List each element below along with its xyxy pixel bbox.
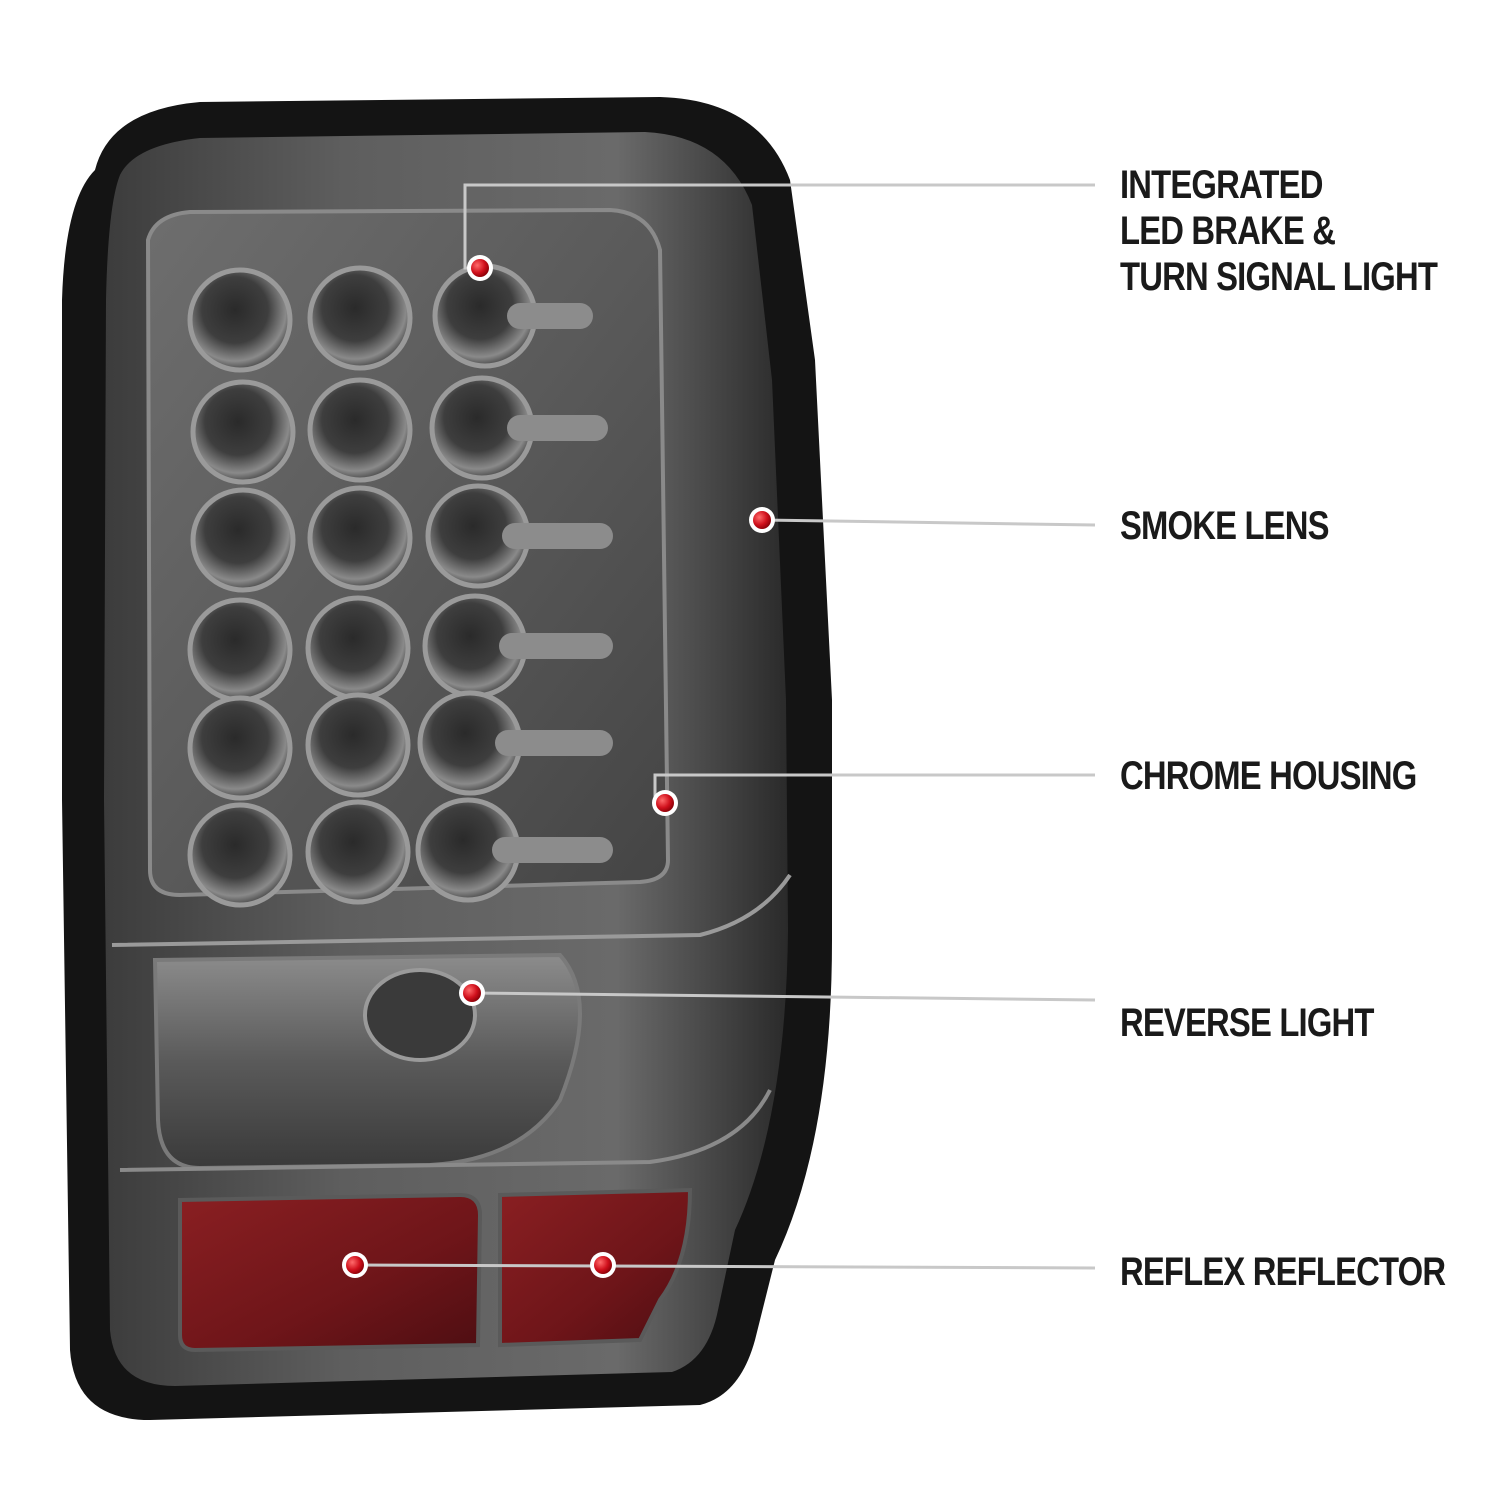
leader-line-smoke-lens (761, 518, 1096, 527)
reverse-bulb (363, 968, 477, 1062)
leader-line-reflex-reflector (354, 1263, 1096, 1270)
marker-dots (342, 255, 775, 1278)
marker-dot-reflex-reflector-left (346, 1256, 364, 1274)
callout-line: LED BRAKE & (1120, 209, 1336, 253)
lens-divider (111, 873, 792, 947)
reflector-left (178, 1192, 483, 1353)
callout-line: REVERSE LIGHT (1120, 1001, 1374, 1045)
marker-dot-smoke-lens (753, 511, 771, 529)
marker-dot-reverse-light (463, 984, 481, 1002)
callout-smoke-lens: SMOKE LENS (1120, 503, 1329, 549)
leader-line-reverse-light (471, 991, 1096, 1002)
marker-dot-reflex-reflector-right (594, 1256, 612, 1274)
callout-line: TURN SIGNAL LIGHT (1120, 255, 1438, 299)
marker-dot-integrated-led (471, 259, 489, 277)
callout-line: INTEGRATED (1120, 163, 1323, 207)
callout-line: CHROME HOUSING (1120, 754, 1417, 798)
callout-reflex-reflector: REFLEX REFLECTOR (1120, 1249, 1446, 1295)
led-array (187, 263, 613, 908)
callout-chrome-housing: CHROME HOUSING (1120, 753, 1417, 799)
marker-dot-chrome-housing (656, 794, 674, 812)
callout-line: REFLEX REFLECTOR (1120, 1250, 1446, 1294)
callout-reverse-light: REVERSE LIGHT (1120, 1000, 1374, 1046)
reverse-chamber (152, 952, 582, 1171)
callout-line: SMOKE LENS (1120, 504, 1329, 548)
lower-divider (119, 1089, 772, 1172)
callout-integrated-led: INTEGRATED LED BRAKE & TURN SIGNAL LIGHT (1120, 162, 1438, 300)
